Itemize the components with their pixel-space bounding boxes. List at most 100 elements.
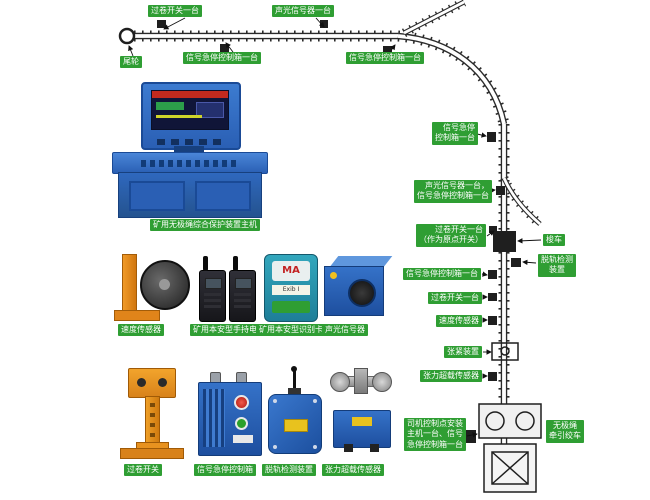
screw-icon	[313, 399, 317, 403]
radio-screen	[235, 278, 252, 289]
label-product-tension-sensor: 张力超载传感器	[322, 464, 384, 477]
label-product-overwind-switch: 过卷开关	[124, 464, 162, 477]
name-plate	[233, 435, 253, 443]
speaker-horn	[348, 279, 376, 307]
red-stop-button	[234, 395, 249, 410]
screw-icon	[273, 445, 277, 449]
heat-sink-ribs	[203, 389, 225, 447]
derail-detector-photo	[266, 366, 322, 462]
overwind-switch-photo	[112, 366, 190, 462]
radio-right	[229, 256, 256, 322]
label-product-speed-sensor: 速度传感器	[118, 324, 164, 337]
radio-keypad	[204, 293, 221, 311]
switch-base	[120, 448, 184, 459]
antenna-tip	[291, 366, 297, 372]
overwind-switch-symbol	[488, 293, 497, 301]
cable-port	[344, 444, 353, 452]
speed-sensor-photo	[112, 252, 190, 322]
antenna-icon	[203, 256, 208, 271]
label-ctrl-box-2: 信号急停控制箱一台	[346, 52, 424, 65]
label-tail-wheel: 尾轮	[120, 56, 142, 69]
cabinet-panel-left	[129, 181, 185, 211]
console-monitor	[141, 82, 241, 150]
sound-signal-symbol	[320, 20, 328, 28]
id-card-body: MA Exib I	[264, 254, 318, 322]
label-ctrl-box-3: 信号急停控制箱一台	[403, 268, 481, 281]
label-overwind-top: 过卷开关一台	[148, 5, 202, 18]
main-console-photo	[110, 82, 268, 218]
label-sound-and-ctrl: 声光信号器一台， 信号急停控制箱一台	[414, 180, 492, 203]
label-driver-point: 司机控制点安装 主机一台、信号 急停控制箱一台	[404, 418, 466, 452]
label-speed-sensor: 速度传感器	[436, 315, 482, 328]
ctrl-box-symbol	[488, 270, 497, 279]
ctrl-box-photo	[196, 366, 262, 462]
speed-sensor-symbol	[488, 316, 497, 325]
sensor-hub	[159, 279, 170, 290]
cabinet-panel-right	[195, 181, 251, 211]
overwind-switch-symbol	[157, 20, 166, 28]
label-overwind-2: 过卷开关一台	[428, 292, 482, 305]
radio-screen	[205, 278, 222, 289]
screen-header-bar	[152, 91, 228, 98]
signal-lamp	[330, 272, 337, 279]
tension-device-symbol	[491, 342, 519, 361]
screen-line	[156, 115, 202, 118]
tension-sensor-symbol	[488, 372, 497, 381]
sensor-body	[354, 368, 368, 394]
console-screen	[151, 90, 229, 130]
winch-symbol	[466, 403, 542, 493]
cert-label: Exib I	[272, 285, 310, 295]
radio-keypad	[234, 293, 251, 311]
screen-block-green	[156, 102, 184, 110]
box-front-face	[324, 266, 384, 316]
label-product-radio: 矿用本安型手持电台	[190, 324, 268, 337]
switch-hole	[158, 378, 167, 387]
name-plate	[284, 419, 308, 432]
cable-port	[370, 444, 379, 452]
sensor-foot	[114, 310, 160, 321]
console-neck	[174, 146, 204, 152]
derail-detector-symbol	[511, 258, 521, 267]
sensor-roller	[330, 372, 350, 392]
radio-left	[199, 256, 226, 322]
handheld-radio-photo	[196, 252, 258, 322]
sensor-arm	[122, 254, 137, 316]
label-ctrl-box-1: 信号急停控制箱一台	[183, 52, 261, 65]
console-keys	[141, 160, 239, 167]
label-sound-signal-top: 声光信号器一台	[272, 5, 334, 18]
console-keyboard-panel	[112, 152, 268, 174]
label-overwind-origin: 过卷开关一台 （作为原点开关）	[416, 224, 486, 247]
antenna-mount	[288, 388, 301, 394]
label-product-id-card: 矿用本安型识别卡	[256, 324, 326, 337]
green-button	[235, 417, 248, 430]
label-derail-detector: 脱轨检测 装置	[538, 254, 576, 277]
label-shuttle-car: 梭车	[543, 234, 565, 247]
ctrl-box-symbol	[220, 44, 229, 52]
pole-holes	[150, 403, 155, 443]
ctrl-box-symbol	[487, 132, 496, 142]
tension-device-wheel	[500, 346, 510, 356]
antenna-icon	[293, 371, 296, 389]
sound-signal-photo	[322, 252, 393, 322]
label-winch: 无极绳 牵引绞车	[546, 420, 584, 443]
tail-wheel-symbol	[118, 27, 136, 45]
label-product-derail-detector: 脱轨检测装置	[262, 464, 316, 477]
switch-hole	[137, 378, 146, 387]
screw-icon	[273, 399, 277, 403]
sensor-wheel	[140, 260, 190, 310]
label-main-console: 矿用无极绳综合保护装置主机	[150, 219, 260, 232]
switch-head	[128, 368, 176, 398]
shuttle-car-symbol	[493, 231, 516, 252]
screw-icon	[313, 445, 317, 449]
driver-console-symbol	[466, 430, 476, 443]
antenna-icon	[233, 256, 238, 271]
console-cabinet	[118, 172, 262, 218]
label-tension-sensor: 张力超载传感器	[420, 370, 482, 383]
label-product-ctrl-box: 信号急停控制箱	[194, 464, 256, 477]
label-tension-device: 张紧装置	[444, 346, 482, 359]
branch-device-symbol	[496, 186, 505, 195]
label-right-ctrl-box: 信号急停 控制箱一台	[432, 122, 478, 145]
screen-block-panel	[196, 102, 224, 118]
detector-panel	[268, 394, 322, 454]
